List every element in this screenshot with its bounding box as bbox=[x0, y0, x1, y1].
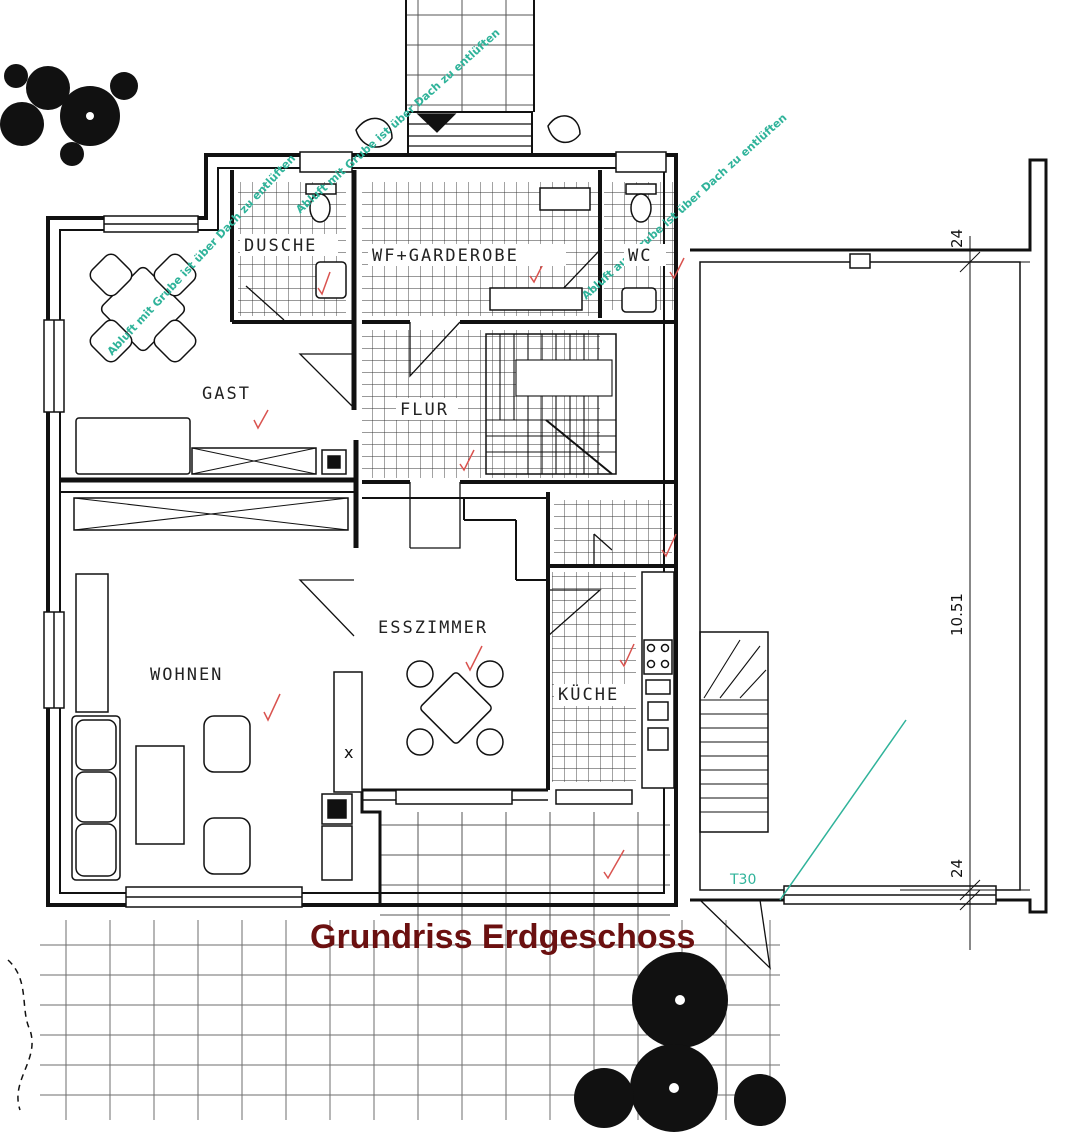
tree-icon bbox=[26, 66, 70, 110]
guest-table-set-icon bbox=[89, 253, 197, 363]
staircase bbox=[485, 333, 769, 833]
sink-icon bbox=[647, 701, 669, 721]
entrance-steps bbox=[407, 111, 533, 155]
tree-icon-8 bbox=[574, 1068, 634, 1128]
plan-title: Grundriss Erdgeschoss bbox=[310, 918, 695, 956]
windows bbox=[43, 151, 997, 908]
radiator bbox=[539, 187, 591, 211]
toilet-icon bbox=[305, 183, 337, 223]
dimension-bottom-wall: 24 bbox=[948, 859, 966, 878]
room-label-gast: GAST bbox=[202, 384, 251, 404]
shrub-outline bbox=[7, 115, 581, 1111]
dimension-length: 10.51 bbox=[948, 593, 966, 636]
room-label-kueche: KÜCHE bbox=[558, 683, 619, 705]
checkmarks bbox=[253, 257, 685, 880]
wardrobe bbox=[489, 287, 583, 311]
room-label-dusche: DUSCHE bbox=[244, 236, 317, 256]
svg-text:x: x bbox=[344, 743, 353, 762]
wc-sink-icon bbox=[621, 287, 657, 313]
dimension-top-wall: 24 bbox=[948, 229, 966, 248]
annotation-line bbox=[779, 719, 907, 901]
guest-bed-icon bbox=[75, 417, 191, 475]
kitchen-counter bbox=[641, 571, 675, 789]
garage-door-note: T30 bbox=[729, 872, 756, 888]
armchair-icon-2 bbox=[203, 817, 251, 875]
tree-icon-3 bbox=[0, 102, 44, 146]
room-label-wohnen: WOHNEN bbox=[150, 665, 223, 685]
room-label-wf-garderobe: WF+GARDEROBE bbox=[372, 246, 519, 266]
room-labels: DUSCHE WF+GARDEROBE WC GAST FLUR ESSZIMM… bbox=[150, 234, 666, 706]
wood-storage bbox=[321, 825, 353, 881]
tree-icon-9 bbox=[734, 1074, 786, 1126]
room-label-wc: WC bbox=[628, 246, 652, 266]
tree-icon-10 bbox=[4, 64, 28, 88]
entrance-path bbox=[405, 0, 535, 112]
tree-icon-5 bbox=[60, 142, 84, 166]
sofa-icon bbox=[71, 715, 121, 881]
dimension-lines bbox=[900, 236, 1030, 950]
dining-table-icon bbox=[406, 660, 504, 756]
coffee-table bbox=[135, 745, 185, 845]
garage-socket-icon bbox=[849, 253, 871, 269]
room-label-flur: FLUR bbox=[400, 400, 449, 420]
furniture: x bbox=[71, 183, 871, 881]
tree-icon-4 bbox=[110, 72, 138, 100]
walls bbox=[46, 153, 1048, 914]
wc-toilet-icon bbox=[625, 183, 657, 223]
room-label-esszimmer: ESSZIMMER bbox=[378, 618, 488, 638]
armchair-icon bbox=[203, 715, 251, 773]
tv-unit bbox=[333, 671, 363, 793]
tree-highlights bbox=[86, 112, 685, 1093]
doors bbox=[245, 249, 771, 970]
sideboard bbox=[75, 573, 109, 713]
entrance-arrow-icon bbox=[416, 113, 457, 133]
